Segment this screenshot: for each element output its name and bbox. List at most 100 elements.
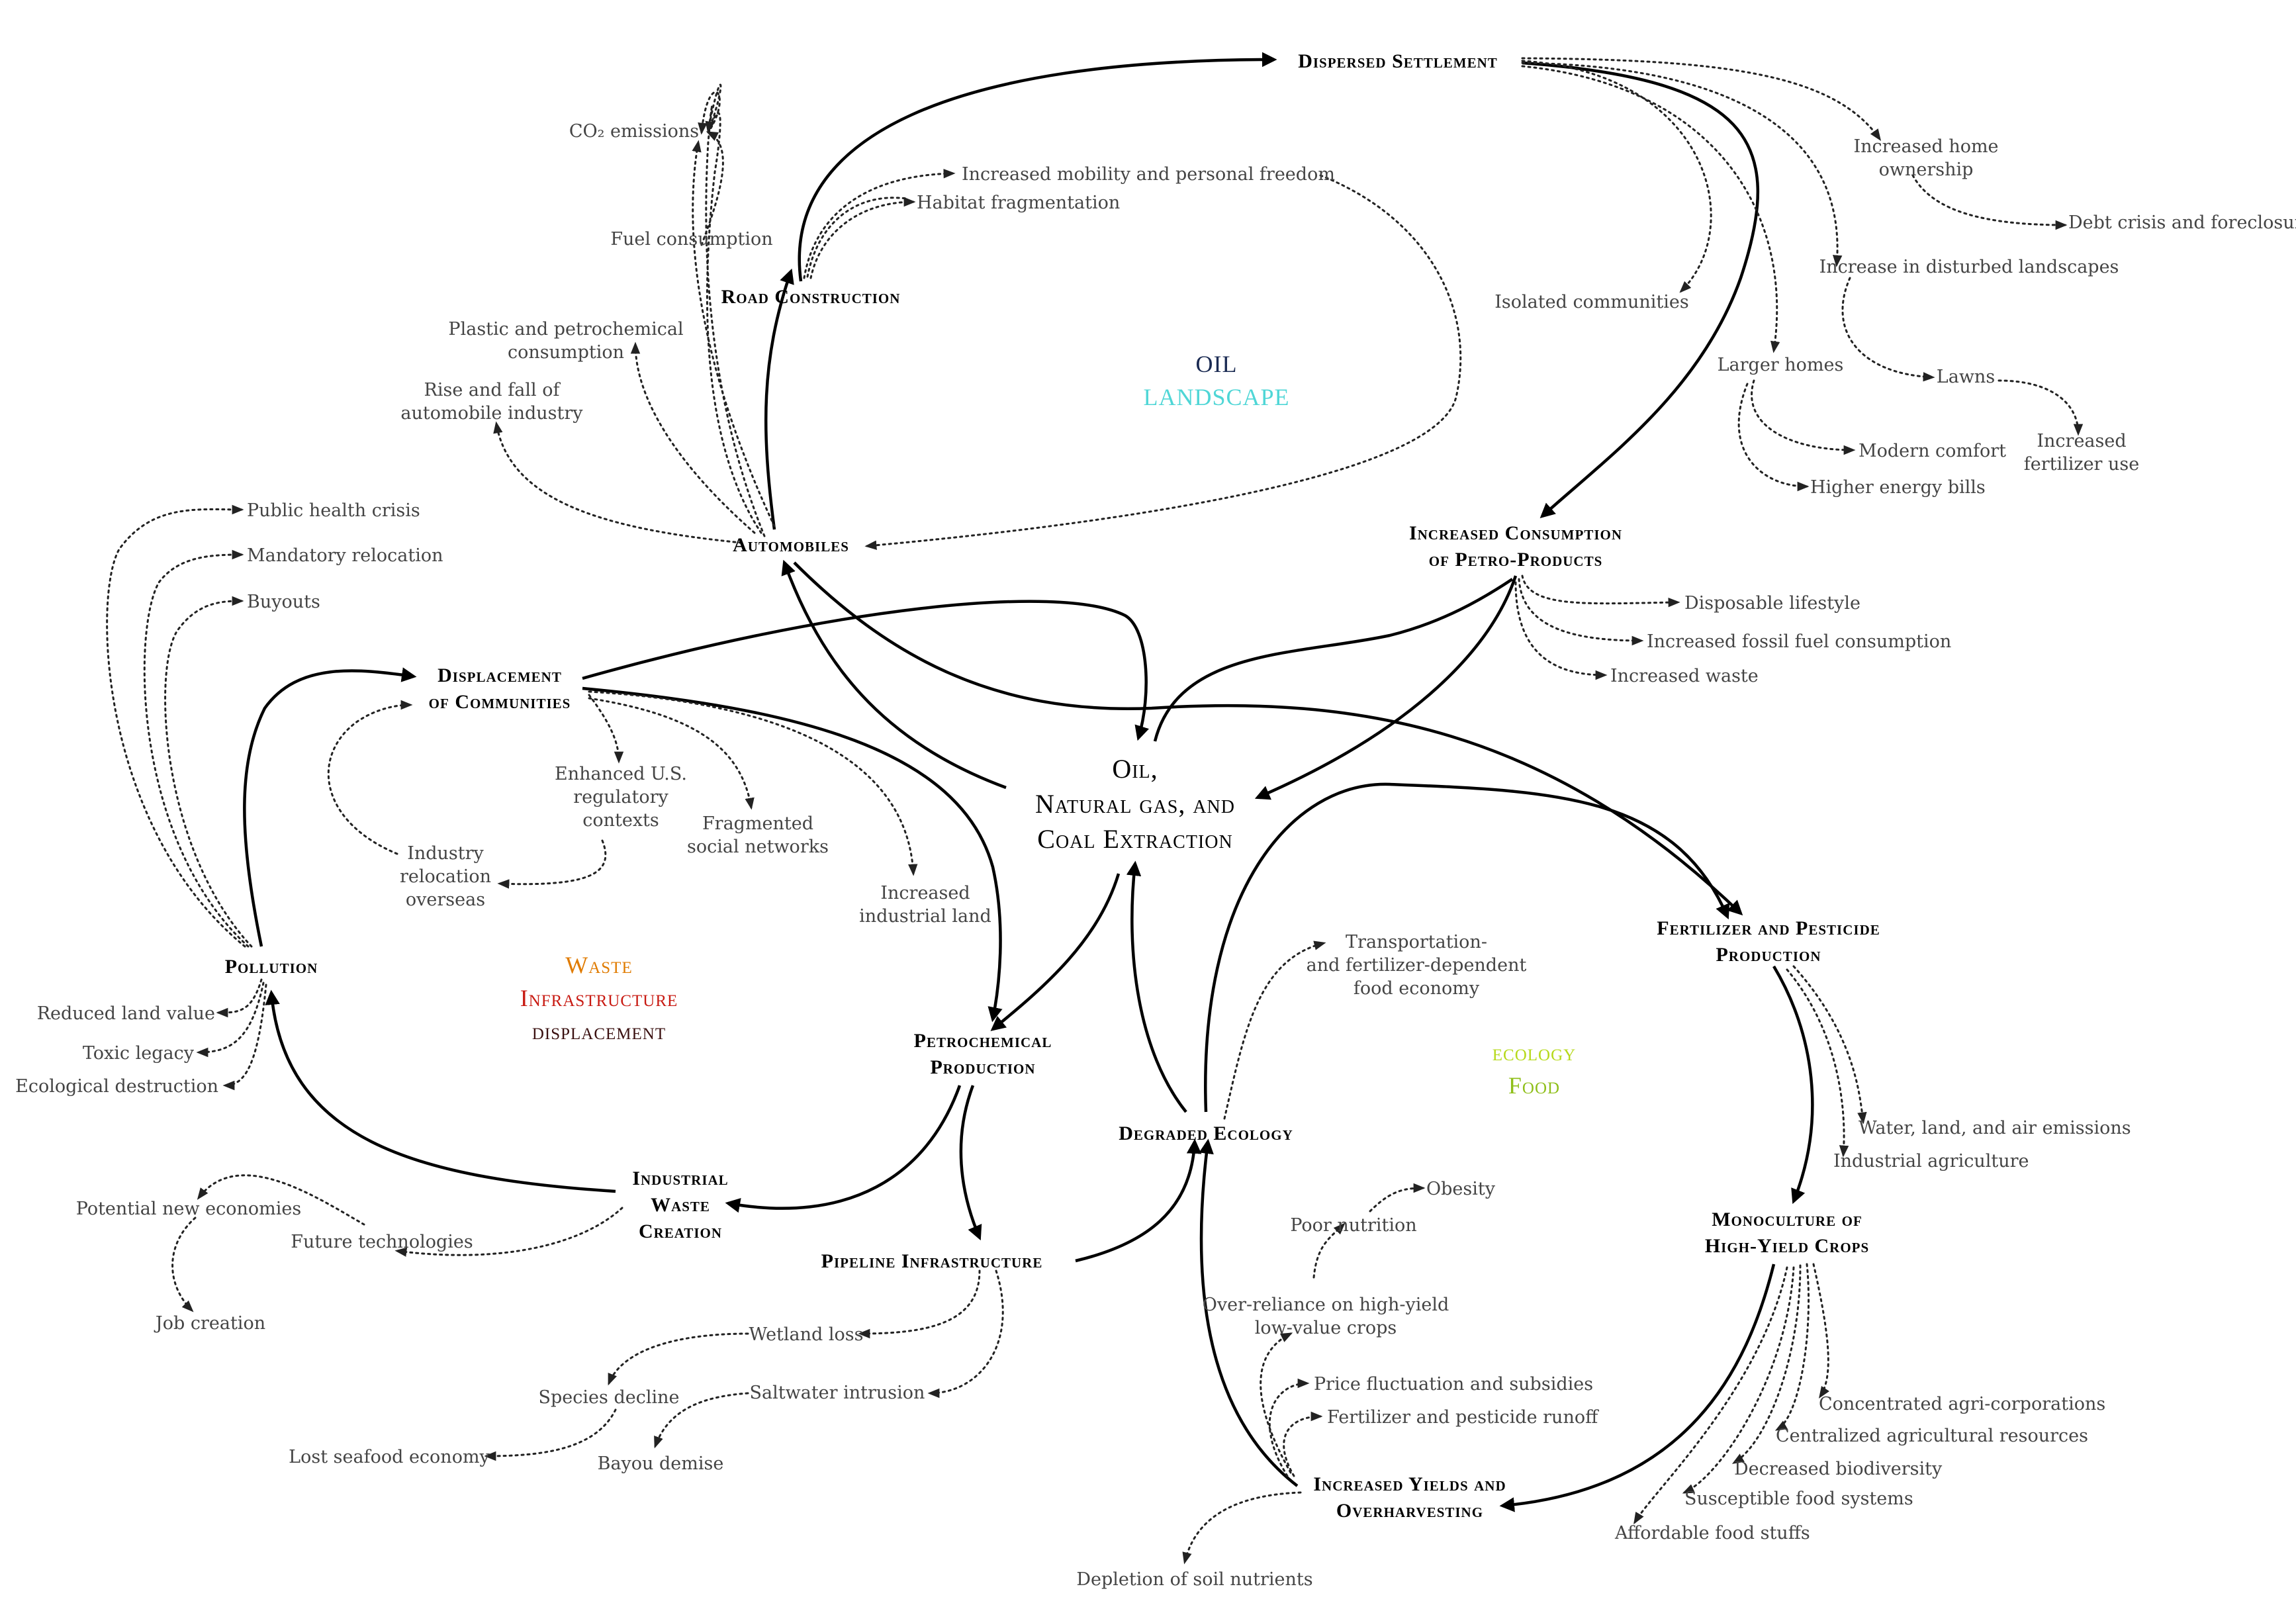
- minor-transport-food-line-2: and fertilizer-dependent: [1307, 955, 1527, 976]
- arrow-monoculture-to-yields: [1499, 1263, 1776, 1512]
- minor-wetland-loss: Wetland loss: [749, 1324, 864, 1345]
- minor-industrial-ag: Industrial agriculture: [1833, 1151, 2029, 1171]
- minor-overreliance-line-2: low-value crops: [1255, 1318, 1397, 1338]
- minor-fragmented-line-1: Fragmented: [702, 813, 813, 834]
- theme-waste-infrastructure: Waste Infrastructure displacement: [520, 952, 678, 1044]
- node-road-construction: Road Construction: [721, 286, 901, 308]
- minor-centralized: Centralized agricultural resources: [1776, 1426, 2088, 1446]
- theme-ecology-word: ecology: [1492, 1039, 1576, 1066]
- theme-displacement-word: displacement: [532, 1018, 666, 1044]
- minor-soil: Depletion of soil nutrients: [1076, 1569, 1312, 1590]
- minor-habitat: Habitat fragmentation: [917, 193, 1120, 213]
- minor-energy-bills: Higher energy bills: [1810, 477, 1986, 498]
- minor-ecological-destruction: Ecological destruction: [15, 1076, 218, 1097]
- minor-buyouts: Buyouts: [247, 592, 320, 612]
- minor-regulatory-line-3: contexts: [582, 810, 659, 831]
- node-monoculture-line-1: Monoculture of: [1712, 1209, 1862, 1230]
- node-increased-consumption-line-1: Increased Consumption: [1409, 522, 1622, 544]
- node-pollution: Pollution: [225, 956, 318, 978]
- minor-co2-emissions: CO₂ emissions: [569, 121, 699, 142]
- minor-debt-crisis: Debt crisis and foreclosure: [2068, 212, 2296, 233]
- node-automobiles: Automobiles: [733, 534, 849, 556]
- arrow-extraction-to-petrochemical: [990, 873, 1121, 1031]
- arrow-fertilizer-to-monoculture: [1772, 965, 1814, 1205]
- minor-transport-food-line-3: food economy: [1354, 978, 1480, 999]
- minor-mandatory-relocation: Mandatory relocation: [247, 545, 443, 566]
- minor-fossil-fuel: Increased fossil fuel consumption: [1647, 631, 1951, 652]
- minor-susceptible: Susceptible food systems: [1684, 1489, 1913, 1509]
- arrow-road-to-settlement: [798, 52, 1277, 282]
- arrow-pollution-to-displacement: [243, 667, 417, 947]
- minor-industrial-land-line-2: industrial land: [859, 906, 991, 927]
- minor-nodes: CO₂ emissions Fuel consumption Plastic a…: [15, 121, 2296, 1590]
- theme-food-word: Food: [1508, 1072, 1560, 1099]
- minor-new-economies: Potential new economies: [76, 1199, 301, 1219]
- arrow-displacement-to-extraction: [582, 600, 1150, 741]
- node-industrial-waste-line-3: Creation: [639, 1220, 722, 1242]
- arrow-waste-to-pollution: [265, 989, 616, 1193]
- minor-home-ownership-line-2: ownership: [1879, 160, 1974, 180]
- arrow-petrochemical-to-waste: [725, 1085, 962, 1213]
- arrow-displacement-to-petrochemical: [582, 686, 1003, 1023]
- minor-future-tech: Future technologies: [291, 1232, 473, 1252]
- minor-regulatory-line-1: Enhanced U.S.: [555, 764, 687, 784]
- minor-poor-nutrition: Poor nutrition: [1290, 1215, 1416, 1236]
- minor-fragmented-line-2: social networks: [687, 837, 829, 857]
- theme-oil-word: OIL: [1196, 351, 1238, 377]
- minor-increased-waste: Increased waste: [1610, 666, 1759, 686]
- node-monoculture-line-2: High-Yield Crops: [1705, 1235, 1869, 1257]
- minor-home-ownership-line-1: Increased home: [1853, 136, 1998, 157]
- minor-land-value: Reduced land value: [37, 1003, 215, 1024]
- theme-infrastructure-word: Infrastructure: [520, 985, 678, 1011]
- minor-overreliance-line-1: Over-reliance on high-yield: [1203, 1295, 1449, 1315]
- solid-flow-arrows: [243, 52, 1814, 1512]
- minor-mobility: Increased mobility and personal freedom: [962, 164, 1335, 185]
- minor-isolated: Isolated communities: [1494, 292, 1689, 312]
- minor-fertilizer-use-line-2: fertilizer use: [2024, 454, 2140, 475]
- minor-disposable: Disposable lifestyle: [1684, 593, 1860, 614]
- center-node-extraction: Oil, Natural gas, and Coal Extraction: [1035, 754, 1235, 854]
- minor-biodiversity: Decreased biodiversity: [1734, 1459, 1943, 1479]
- minor-saltwater: Saltwater intrusion: [750, 1383, 925, 1403]
- theme-landscape-word: LANDSCAPE: [1143, 384, 1289, 410]
- minor-industry-relocation-line-3: overseas: [406, 890, 485, 910]
- minor-fuel-consumption: Fuel consumption: [610, 229, 772, 250]
- minor-seafood: Lost seafood economy: [289, 1447, 490, 1467]
- minor-species-decline: Species decline: [539, 1387, 680, 1408]
- arrow-degraded-to-fertilizer: [1204, 782, 1730, 1113]
- minor-fertilizer-use-line-1: Increased: [2037, 431, 2126, 451]
- minor-disturbed-landscapes: Increase in disturbed landscapes: [1819, 257, 2119, 277]
- minor-job-creation: Job creation: [154, 1313, 265, 1334]
- minor-regulatory-line-2: regulatory: [573, 787, 668, 807]
- minor-lawns: Lawns: [1937, 367, 1995, 387]
- minor-plastic-line-1: Plastic and petrochemical: [448, 319, 683, 340]
- arrow-extraction-to-automobiles: [781, 559, 1007, 790]
- minor-obesity: Obesity: [1426, 1179, 1496, 1199]
- theme-ecology-food: ecology Food: [1492, 1039, 1576, 1099]
- node-degraded-ecology: Degraded Ecology: [1119, 1123, 1293, 1144]
- minor-emissions: Water, land, and air emissions: [1859, 1118, 2131, 1138]
- minor-price-fluct: Price fluctuation and subsidies: [1314, 1374, 1593, 1395]
- arrow-yields-to-degraded: [1199, 1138, 1299, 1487]
- minor-rise-fall-line-2: automobile industry: [400, 403, 583, 424]
- center-line-1: Oil,: [1112, 754, 1158, 784]
- major-nodes: Dispersed Settlement Road Construction A…: [225, 50, 1880, 1522]
- node-petrochemical-line-2: Production: [930, 1056, 1035, 1078]
- minor-modern-comfort: Modern comfort: [1859, 441, 2006, 461]
- minor-industry-relocation-line-2: relocation: [400, 866, 491, 887]
- node-fertilizer-line-1: Fertilizer and Pesticide: [1657, 917, 1880, 939]
- center-line-2: Natural gas, and: [1035, 789, 1235, 819]
- minor-public-health: Public health crisis: [247, 500, 420, 521]
- arrow-extraction-to-consumption: [1153, 578, 1514, 742]
- minor-industrial-land-line-1: Increased: [880, 883, 970, 903]
- arrow-degraded-to-extraction: [1126, 860, 1187, 1113]
- minor-runoff: Fertilizer and pesticide runoff: [1327, 1407, 1599, 1428]
- node-industrial-waste-line-1: Industrial: [632, 1168, 728, 1189]
- arrow-petrochemical-to-pipeline: [959, 1085, 982, 1241]
- node-increased-consumption-line-2: of Petro-Products: [1429, 549, 1603, 571]
- theme-waste-word: Waste: [565, 952, 632, 978]
- minor-transport-food-line-1: Transportation-: [1346, 932, 1487, 952]
- minor-bayou: Bayou demise: [598, 1453, 724, 1474]
- dotted-consequence-arrows: [106, 57, 2084, 1565]
